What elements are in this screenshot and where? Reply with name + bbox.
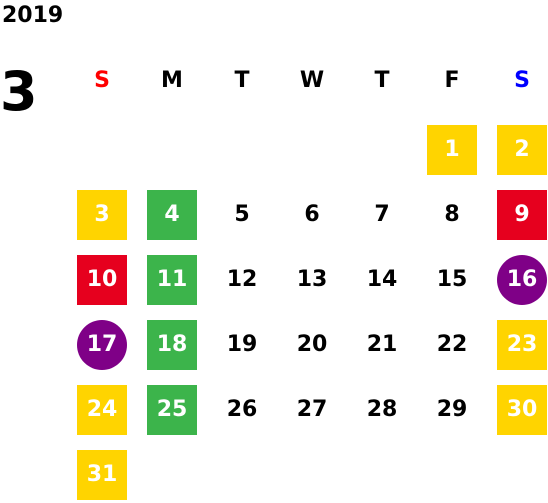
day-cell[interactable]: 16 bbox=[497, 255, 547, 305]
day-cell[interactable]: 20 bbox=[296, 332, 328, 357]
weekday-label: T bbox=[374, 68, 390, 93]
day-cell[interactable]: 10 bbox=[77, 255, 127, 305]
day-cell[interactable]: 4 bbox=[147, 190, 197, 240]
year-label: 2019 bbox=[2, 3, 64, 28]
day-cell[interactable]: 5 bbox=[234, 202, 250, 227]
day-cell[interactable]: 28 bbox=[366, 397, 398, 422]
month-number: 3 bbox=[0, 60, 38, 123]
day-cell[interactable]: 11 bbox=[147, 255, 197, 305]
day-cell[interactable]: 27 bbox=[296, 397, 328, 422]
day-cell[interactable]: 8 bbox=[444, 202, 460, 227]
day-cell[interactable]: 12 bbox=[226, 267, 258, 292]
day-cell[interactable]: 14 bbox=[366, 267, 398, 292]
day-cell[interactable]: 25 bbox=[147, 385, 197, 435]
day-cell[interactable]: 24 bbox=[77, 385, 127, 435]
day-cell[interactable]: 1 bbox=[427, 125, 477, 175]
day-cell[interactable]: 17 bbox=[77, 320, 127, 370]
day-cell[interactable]: 13 bbox=[296, 267, 328, 292]
day-cell[interactable]: 21 bbox=[366, 332, 398, 357]
day-cell[interactable]: 6 bbox=[304, 202, 320, 227]
day-cell[interactable]: 26 bbox=[226, 397, 258, 422]
day-cell[interactable]: 22 bbox=[436, 332, 468, 357]
weekday-label: T bbox=[234, 68, 250, 93]
weekday-label: S bbox=[94, 68, 110, 93]
day-cell[interactable]: 23 bbox=[497, 320, 547, 370]
day-cell[interactable]: 2 bbox=[497, 125, 547, 175]
day-cell[interactable]: 18 bbox=[147, 320, 197, 370]
day-cell[interactable]: 15 bbox=[436, 267, 468, 292]
day-cell[interactable]: 7 bbox=[374, 202, 390, 227]
day-cell[interactable]: 29 bbox=[436, 397, 468, 422]
day-cell[interactable]: 9 bbox=[497, 190, 547, 240]
day-cell[interactable]: 3 bbox=[77, 190, 127, 240]
weekday-label: S bbox=[514, 68, 530, 93]
day-cell[interactable]: 30 bbox=[497, 385, 547, 435]
weekday-label: W bbox=[299, 68, 325, 93]
weekday-label: M bbox=[161, 68, 183, 93]
weekday-label: F bbox=[444, 68, 460, 93]
day-cell[interactable]: 19 bbox=[226, 332, 258, 357]
day-cell[interactable]: 31 bbox=[77, 450, 127, 500]
